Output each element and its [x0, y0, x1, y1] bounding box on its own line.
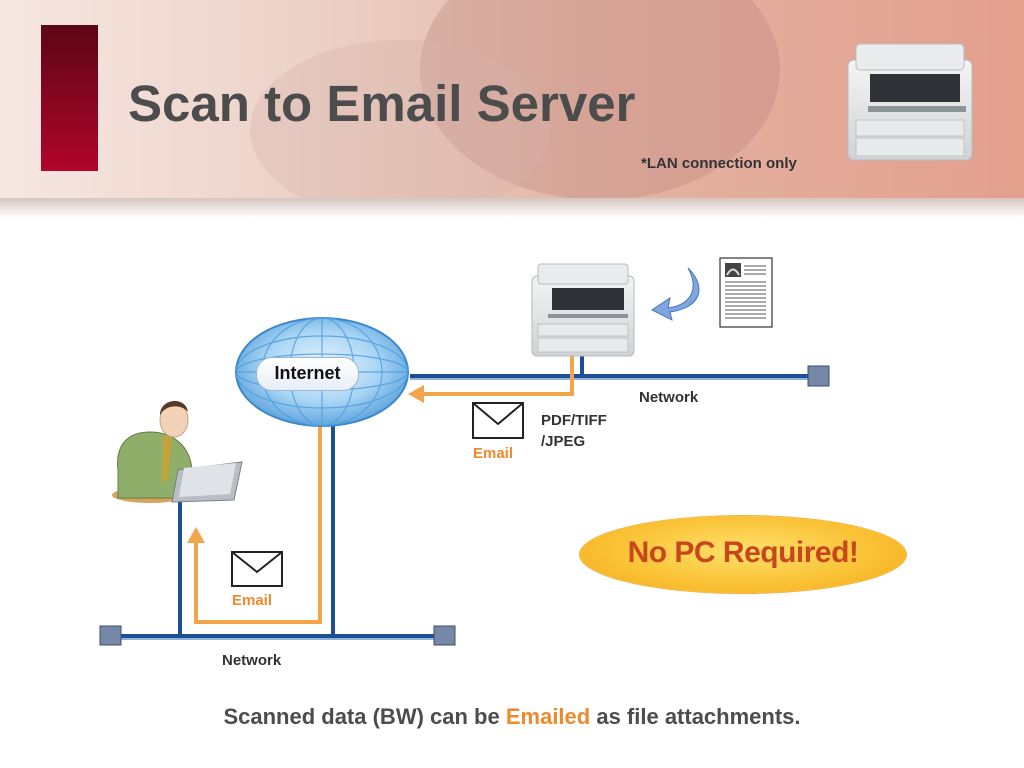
- network-terminator-left: [99, 625, 122, 646]
- arrow-to-pc: [187, 527, 205, 543]
- document-icon: [719, 257, 773, 328]
- footer-highlight: Emailed: [505, 704, 591, 729]
- footer-caption: Scanned data (BW) can be Emailed as file…: [0, 704, 1024, 730]
- email-path-internet-to-pc: [194, 420, 322, 624]
- scan-arrow-icon: [651, 267, 700, 321]
- file-format-line1: PDF/TIFF: [541, 412, 607, 429]
- email-label-top: Email: [473, 445, 514, 462]
- footer-text-before: Scanned data (BW) can be: [223, 704, 506, 729]
- email-label-bottom: Email: [232, 592, 273, 609]
- no-pc-required-callout: No PC Required!: [580, 516, 906, 593]
- background-decoration-2: [250, 40, 550, 205]
- network-lines: [110, 345, 818, 638]
- lan-note: *LAN connection only: [641, 155, 797, 172]
- page-title: Scan to Email Server: [128, 75, 636, 132]
- header-printer-icon: [847, 43, 973, 161]
- title-accent-bar: [41, 25, 98, 171]
- internet-label: Internet: [256, 357, 359, 391]
- network-label-right: Network: [639, 389, 699, 406]
- email-path-printer-to-internet: [422, 345, 574, 396]
- header-divider: [0, 198, 1024, 218]
- network-lines-highlight: [110, 378, 818, 640]
- background-decoration: [420, 0, 780, 200]
- user-at-laptop-icon: [112, 401, 243, 503]
- printer-icon: [531, 263, 635, 357]
- file-format-line2: /JPEG: [541, 433, 586, 450]
- network-terminator-right: [807, 365, 830, 387]
- envelope-icon-top: [472, 402, 524, 439]
- network-terminator-bottom-right: [433, 625, 456, 646]
- network-label-bottom: Network: [222, 652, 282, 669]
- footer-text-after: as file attachments.: [590, 704, 801, 729]
- arrow-to-internet: [408, 385, 424, 403]
- envelope-icon-bottom: [231, 551, 283, 587]
